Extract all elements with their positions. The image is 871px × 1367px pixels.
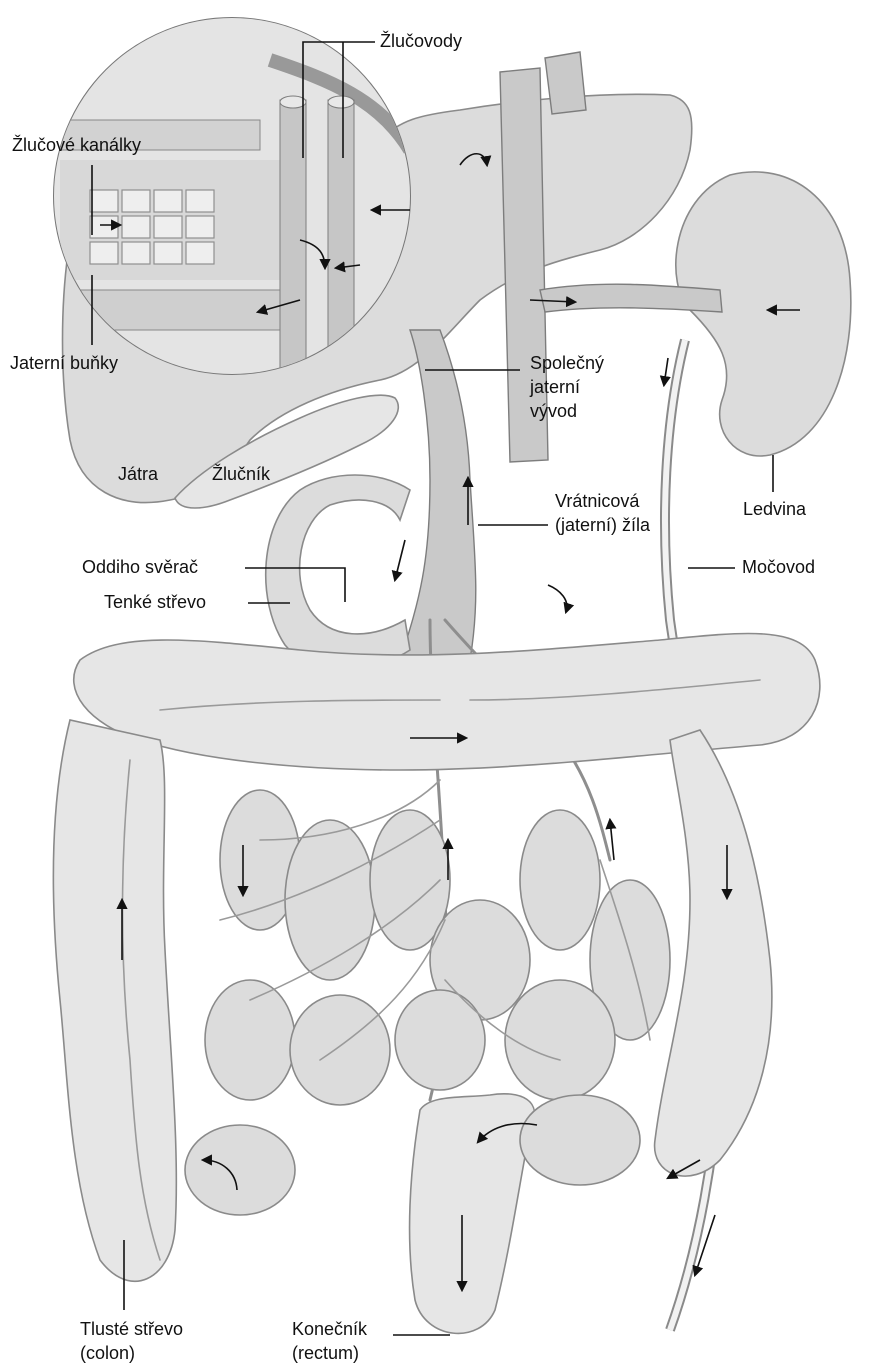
label-large-intestine-2: (colon) [80,1342,135,1364]
aorta-top [545,52,586,114]
descending-colon [655,730,772,1176]
label-rectum-1: Konečník [292,1318,367,1340]
portal-vein [400,330,476,660]
duodenum [266,475,410,668]
label-liver-cells: Jaterní buňky [10,352,118,374]
label-bile-canaliculi: Žlučové kanálky [12,134,141,156]
rectum-shape [410,1094,535,1334]
kidney-shape [676,172,851,456]
label-common-hepatic-duct-3: vývod [530,400,577,422]
label-common-hepatic-duct-1: Společný [530,352,604,374]
label-large-intestine-1: Tlusté střevo [80,1318,183,1340]
label-liver: Játra [118,463,158,485]
label-ureter: Močovod [742,556,815,578]
label-sphincter-of-oddi: Oddiho svěrač [82,556,198,578]
label-gallbladder: Žlučník [212,463,270,485]
ascending-colon [53,720,176,1281]
label-kidney: Ledvina [743,498,806,520]
label-portal-vein-1: Vrátnicová [555,490,639,512]
label-small-intestine: Tenké střevo [104,591,206,613]
renal-vein [540,284,722,312]
label-common-hepatic-duct-2: jaterní [530,376,580,398]
label-portal-vein-2: (jaterní) žíla [555,514,650,536]
label-rectum-2: (rectum) [292,1342,359,1364]
label-bile-ducts: Žlučovody [380,30,462,52]
